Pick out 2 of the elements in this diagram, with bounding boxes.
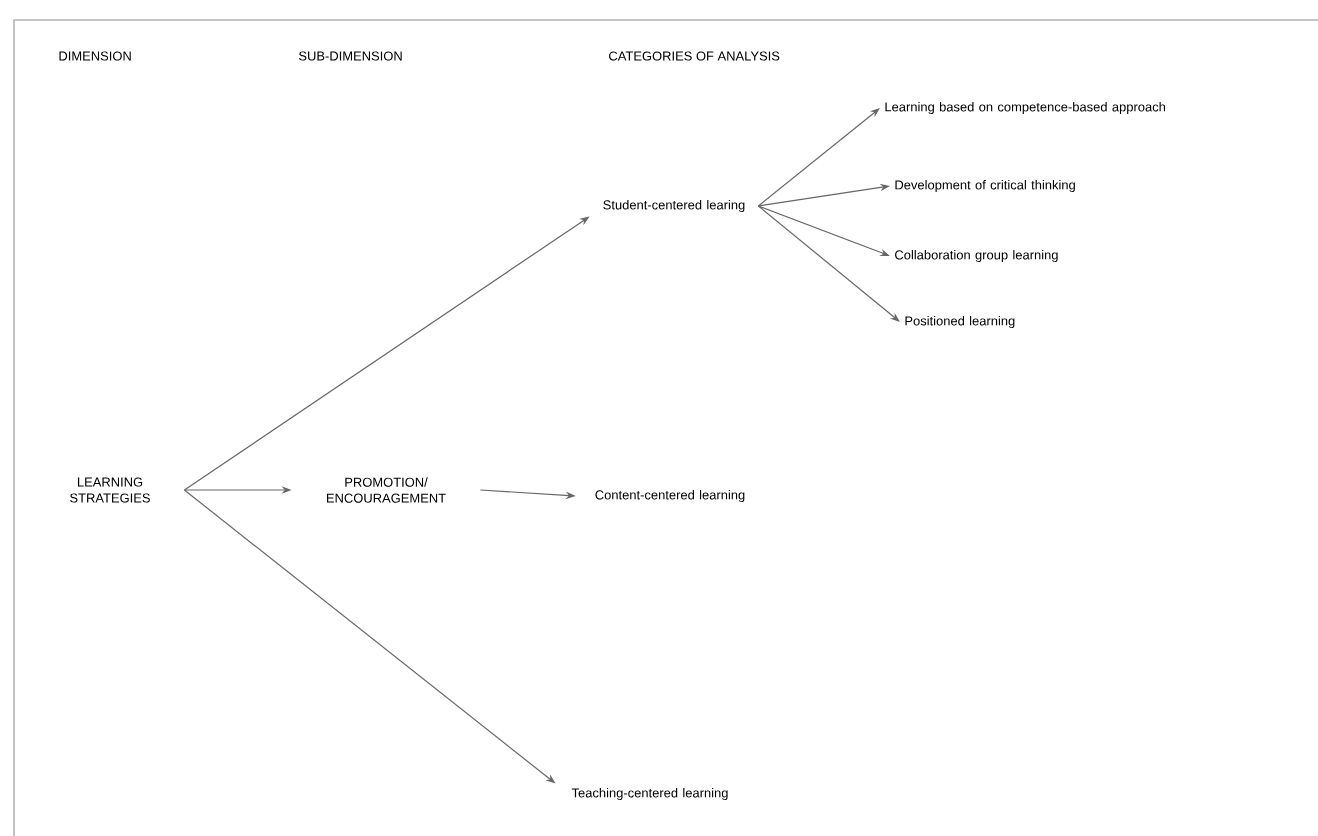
arrow xyxy=(757,205,900,322)
arrow xyxy=(757,108,880,207)
